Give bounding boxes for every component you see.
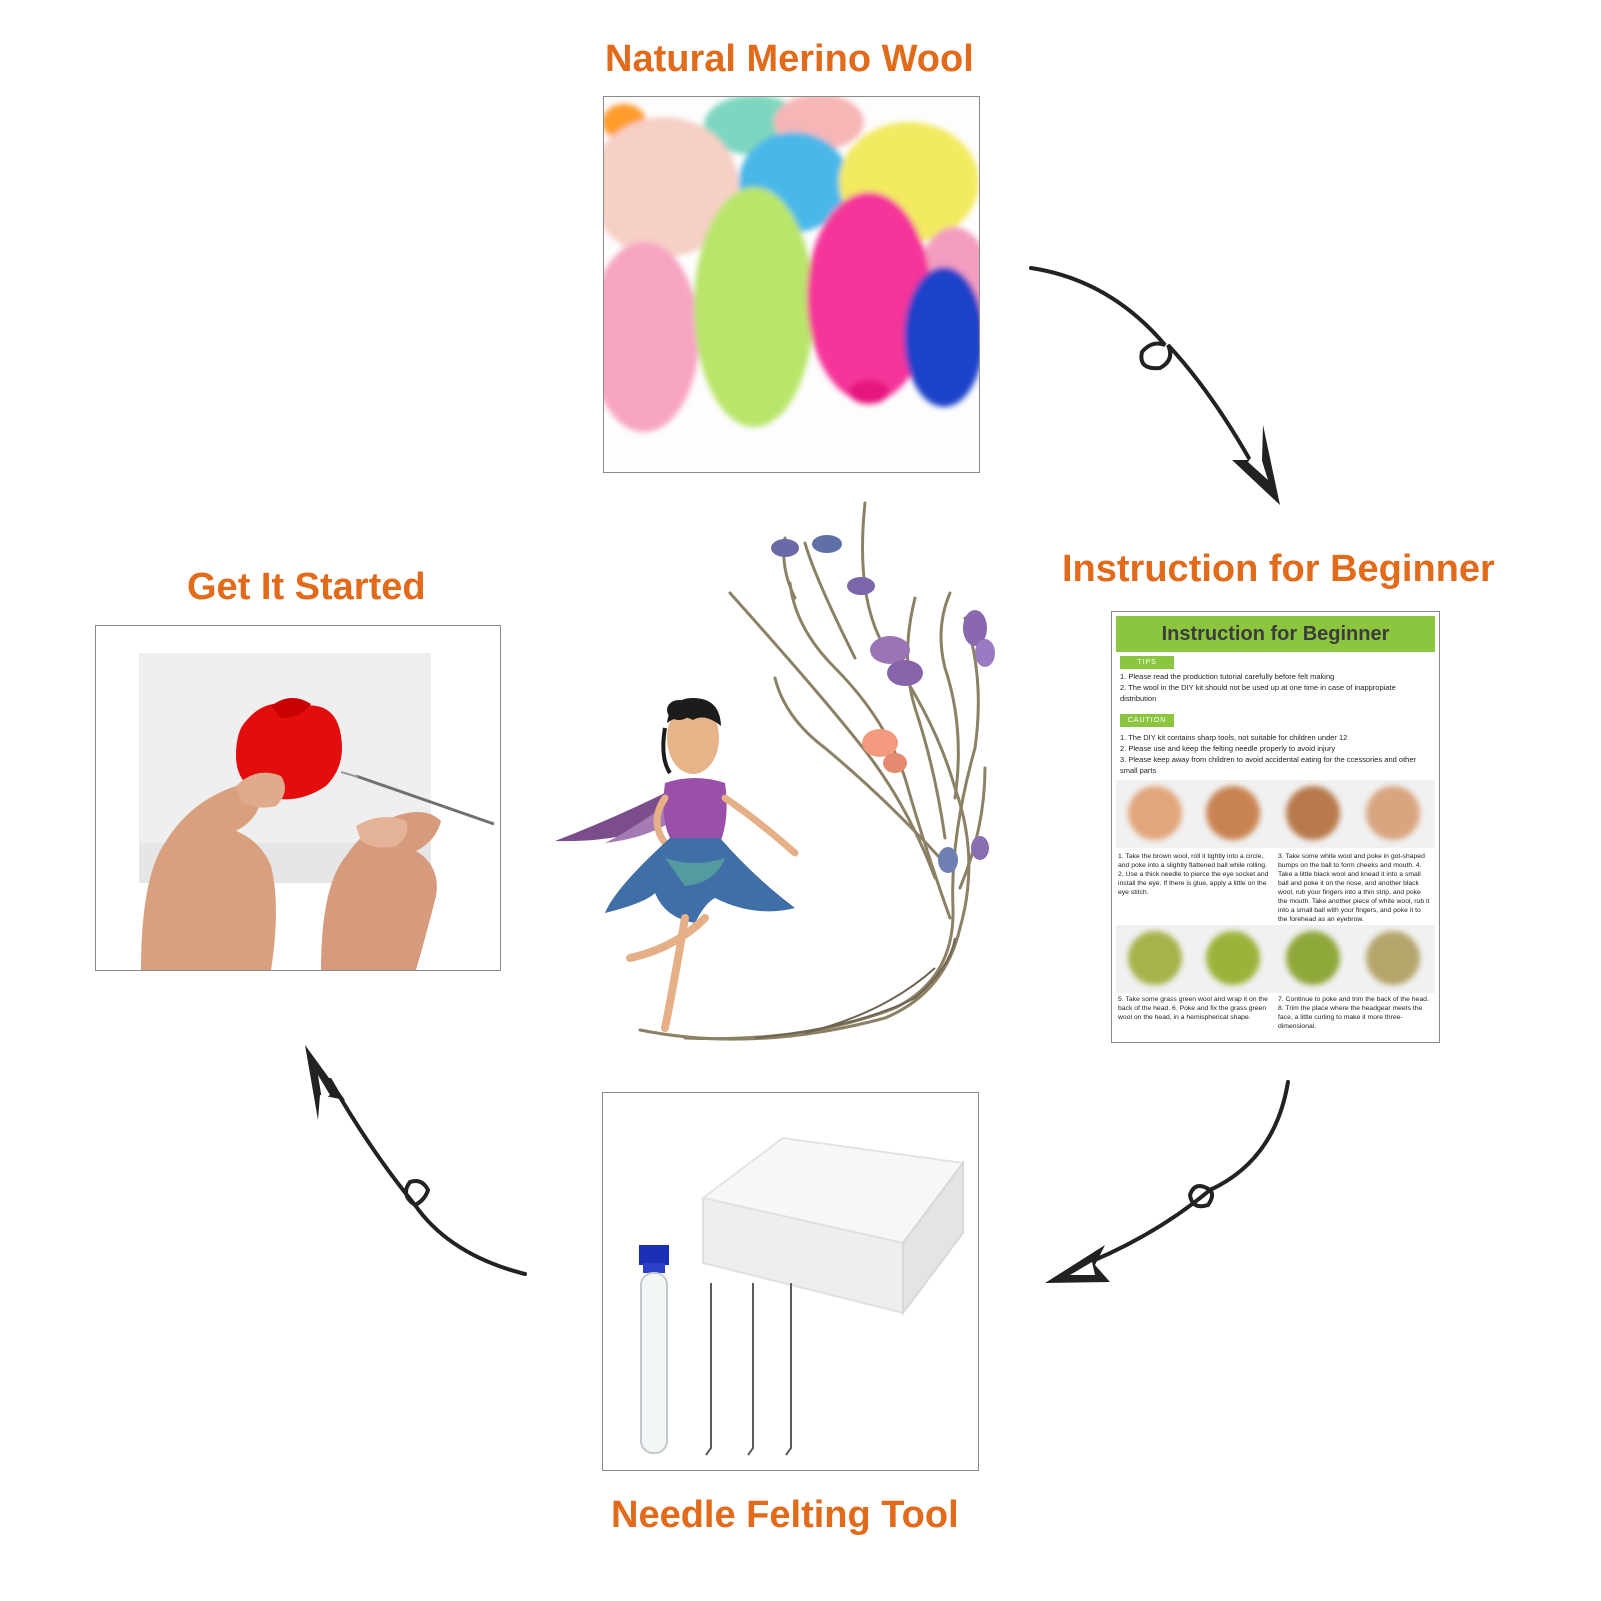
caution-tag: CAUTION xyxy=(1120,714,1174,727)
wool-photo xyxy=(603,96,980,473)
steps-a-left: 1. Take the brown wool, roll it tightly … xyxy=(1118,853,1269,896)
doll-photo xyxy=(555,498,1005,1083)
step-thumb xyxy=(1128,786,1182,840)
label-natural-merino-wool: Natural Merino Wool xyxy=(605,38,974,80)
steps-b-left: 5. Take some grass green wool and wrap i… xyxy=(1118,996,1268,1021)
steps-b-right: 7. Continue to poke and trim the back of… xyxy=(1278,996,1429,1030)
label-instruction-for-beginner: Instruction for Beginner xyxy=(1062,548,1495,590)
tips-line-1: 1. Please read the production tutorial c… xyxy=(1120,672,1335,681)
step-thumb xyxy=(1366,931,1420,985)
step-thumb xyxy=(1286,786,1340,840)
tips-tag: TIPS xyxy=(1120,656,1174,669)
instruction-card: Instruction for Beginner TIPS 1. Please … xyxy=(1111,611,1440,1043)
caution-line-3: 3. Please keep away from children to avo… xyxy=(1120,755,1417,775)
tips-line-2: 2. The wool in the DIY kit should not be… xyxy=(1120,683,1396,703)
label-needle-felting-tool: Needle Felting Tool xyxy=(611,1494,959,1536)
hands-felting-photo xyxy=(95,625,501,971)
step-thumbs-row-2 xyxy=(1116,925,1435,993)
card-title: Instruction for Beginner xyxy=(1116,616,1435,652)
step-thumb xyxy=(1286,931,1340,985)
step-thumbs-row-1 xyxy=(1116,780,1435,848)
label-get-it-started: Get It Started xyxy=(187,566,426,608)
steps-a-right: 3. Take some white wool and poke in got-… xyxy=(1278,853,1430,923)
caution-line-1: 1. The DIY kit contains sharp tools, not… xyxy=(1120,733,1348,742)
step-thumb xyxy=(1128,931,1182,985)
step-thumb xyxy=(1206,931,1260,985)
step-thumb xyxy=(1366,786,1420,840)
caution-line-2: 2. Please use and keep the felting needl… xyxy=(1120,744,1336,753)
tools-photo xyxy=(602,1092,979,1471)
step-thumb xyxy=(1206,786,1260,840)
